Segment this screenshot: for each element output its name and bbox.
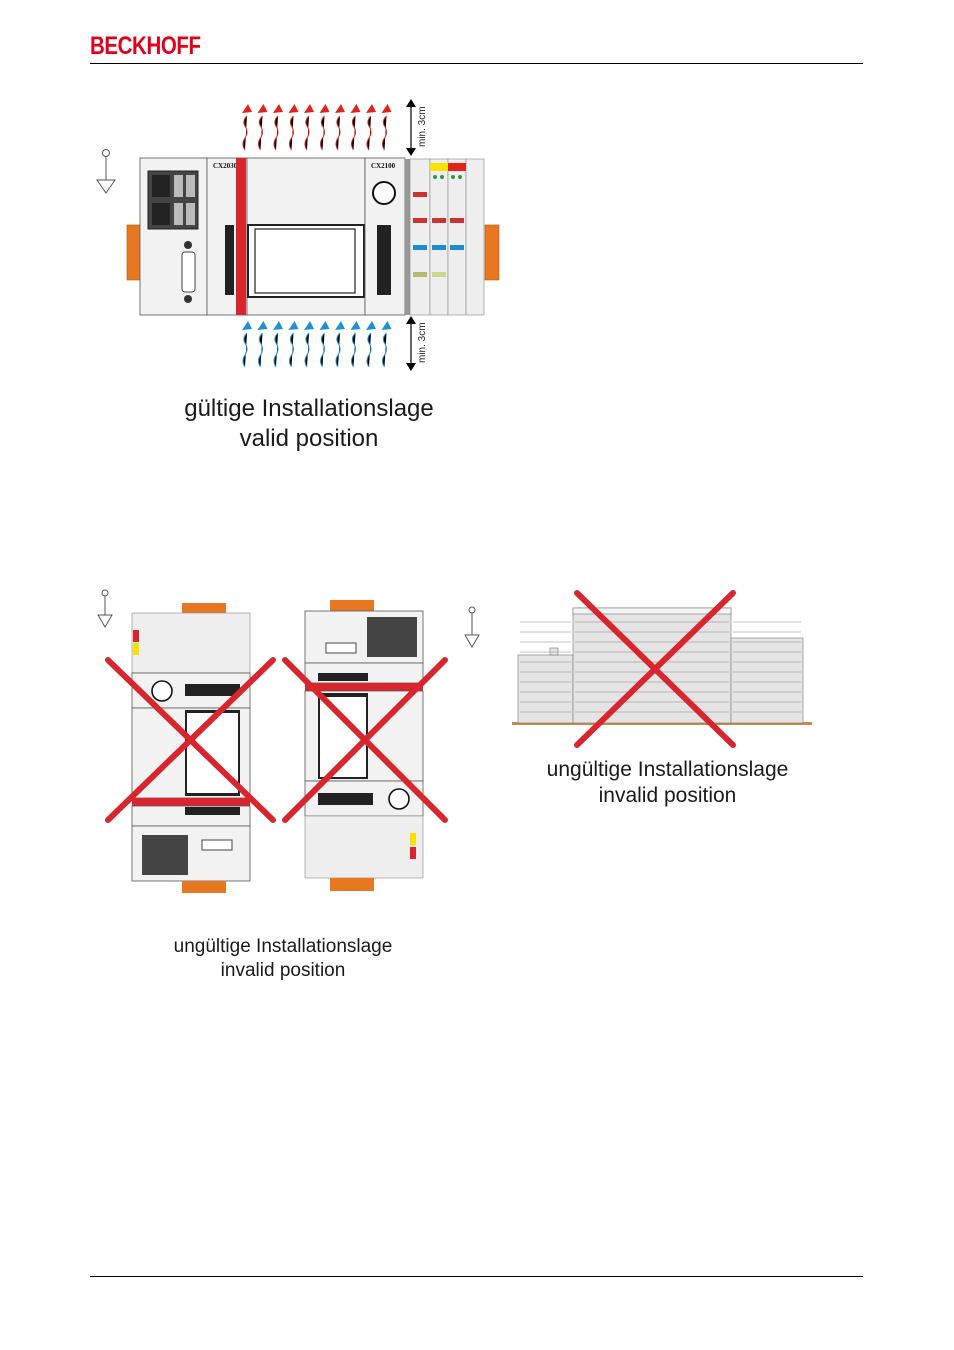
device-rotated-cw: [304, 600, 424, 891]
airflow-arrow-hot: [257, 104, 268, 151]
invalid-vertical-caption: ungültige Installationslage invalid posi…: [150, 935, 416, 983]
clearance-bottom-label: min. 3cm: [417, 322, 428, 363]
ground-arrow-icon: [96, 149, 116, 194]
airflow-arrow-hot: [366, 104, 376, 151]
invalid-horizontal-figure: [512, 590, 812, 748]
invalid-horizontal-caption: ungültige Installationslage invalid posi…: [510, 757, 825, 810]
clearance-top-label: min. 3cm: [417, 106, 428, 147]
airflow-arrow-cool: [319, 321, 330, 368]
red-x-icon: [105, 657, 276, 823]
valid-position-figure: min. 3cm min. 3cm CX2030 CX2100: [96, 99, 500, 371]
ground-arrow-icon: [464, 606, 480, 648]
airflow-arrow-cool: [257, 321, 268, 368]
airflow-arrow-hot: [288, 104, 299, 151]
airflow-arrow-cool: [350, 321, 361, 368]
din-rail-clip-right: [484, 224, 500, 281]
caption-de: gültige Installationslage: [184, 395, 434, 422]
terminal-block: [405, 158, 485, 316]
caption-en: invalid position: [220, 959, 346, 981]
airflow-arrow-cool: [273, 321, 283, 368]
invalid-vertical-figure: [97, 589, 480, 893]
airflow-arrow-cool: [288, 321, 299, 368]
caption-de: ungültige Installationslage: [173, 936, 393, 957]
airflow-arrow-cool: [381, 321, 392, 368]
airflow-arrow-hot: [273, 104, 283, 151]
airflow-arrow-hot: [319, 104, 330, 151]
airflow-arrow-cool: [366, 321, 376, 368]
beckhoff-logo: BECKHOFF: [90, 32, 201, 60]
caption-en: valid position: [239, 425, 379, 452]
airflow-arrow-cool: [242, 321, 252, 368]
header-divider: [90, 63, 863, 64]
caption-en: invalid position: [598, 784, 737, 808]
cx2100-label: CX2100: [371, 162, 396, 170]
red-x-icon: [282, 657, 448, 823]
caption-de: ungültige Installationslage: [546, 758, 789, 781]
airflow-arrow-hot: [242, 104, 252, 151]
airflow-arrow-hot: [304, 104, 314, 151]
airflow-arrow-hot: [350, 104, 361, 151]
red-x-icon: [574, 590, 736, 748]
airflow-arrow-cool: [335, 321, 345, 368]
clearance-bottom-arrow: [406, 316, 416, 371]
cx2030-label: CX2030: [213, 162, 238, 170]
clearance-top-arrow: [406, 99, 416, 156]
device-rotated-ccw: [131, 603, 251, 893]
footer-divider: [90, 1276, 863, 1277]
valid-position-caption: gültige Installationslage valid position: [150, 394, 468, 454]
din-rail-clip-left: [126, 224, 142, 281]
ground-arrow-icon: [97, 589, 113, 628]
airflow-arrow-cool: [304, 321, 314, 368]
airflow-arrow-hot: [335, 104, 345, 151]
airflow-arrow-hot: [381, 104, 392, 151]
